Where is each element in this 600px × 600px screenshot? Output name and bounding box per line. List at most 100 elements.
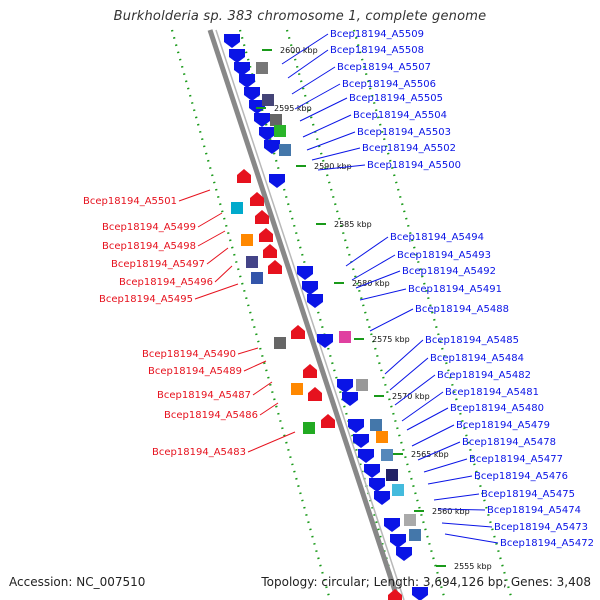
track-line [238, 29, 400, 600]
forward-gene-arrow [297, 266, 313, 280]
kbp-tick-label: 2600 kbp [280, 46, 318, 55]
gene-leader-line [287, 49, 329, 79]
gene-label-reverse: Bcep18194_A5501 [83, 196, 177, 207]
forward-gene-arrow [224, 34, 240, 48]
gene-label-forward: Bcep18194_A5492 [402, 266, 496, 277]
gene-label-reverse: Bcep18194_A5499 [102, 222, 196, 233]
gene-label-forward: Bcep18194_A5494 [390, 232, 484, 243]
forward-gene-arrow [396, 547, 412, 561]
gene-leader-line [427, 475, 473, 485]
feature-box [339, 331, 351, 343]
forward-gene-arrow [259, 127, 275, 141]
gene-leader-line [306, 131, 356, 151]
feature-box [386, 469, 398, 481]
forward-gene-arrow [234, 62, 250, 76]
feature-box [392, 484, 404, 496]
feature-box [246, 256, 258, 268]
forward-gene-arrow [374, 491, 390, 505]
feature-box [291, 383, 303, 395]
feature-box [256, 62, 268, 74]
forward-gene-arrow [384, 518, 400, 532]
gene-leader-line [369, 308, 414, 332]
gene-leader-line [178, 189, 211, 202]
feature-box [409, 529, 421, 541]
reverse-gene-arrow [263, 244, 277, 258]
gene-leader-line [197, 212, 223, 228]
gene-label-reverse: Bcep18194_A5483 [152, 447, 246, 458]
map-title: Burkholderia sp. 383 chromosome 1, compl… [113, 9, 487, 24]
accession-label: Accession: NC_007510 [9, 575, 146, 589]
track-line [170, 29, 332, 600]
forward-gene-arrow [390, 534, 406, 548]
gene-label-forward: Bcep18194_A5491 [408, 284, 502, 295]
gene-label-reverse: Bcep18194_A5498 [102, 241, 196, 252]
kbp-tick-label: 2590 kbp [314, 162, 352, 171]
reverse-gene-arrow [259, 228, 273, 242]
gene-label-forward: Bcep18194_A5475 [481, 489, 575, 500]
gene-leader-line [243, 360, 267, 372]
feature-box [303, 422, 315, 434]
gene-leader-line [384, 339, 424, 375]
gene-leader-line [299, 97, 348, 122]
gene-leader-line [281, 33, 329, 65]
gene-leader-line [247, 431, 296, 453]
forward-gene-arrow [269, 174, 285, 188]
gene-leader-line [194, 283, 239, 300]
gene-leader-line [401, 391, 444, 422]
track-line [285, 29, 447, 600]
reverse-gene-arrow [308, 387, 322, 401]
gene-label-forward: Bcep18194_A5493 [397, 250, 491, 261]
gene-leader-line [317, 164, 366, 171]
gene-leader-line [311, 147, 361, 161]
gene-label-forward: Bcep18194_A5477 [469, 454, 563, 465]
kbp-tick-label: 2555 kbp [454, 562, 492, 571]
forward-gene-arrow [364, 464, 380, 478]
gene-label-forward: Bcep18194_A5509 [330, 29, 424, 40]
gene-label-reverse: Bcep18194_A5489 [148, 366, 242, 377]
reverse-gene-arrow [303, 364, 317, 378]
forward-gene-arrow [342, 392, 358, 406]
forward-gene-arrow [348, 419, 364, 433]
gene-leader-line [252, 381, 273, 396]
gene-label-forward: Bcep18194_A5474 [487, 505, 581, 516]
forward-gene-arrow [317, 334, 333, 348]
kbp-tick-label: 2570 kbp [392, 392, 430, 401]
forward-gene-arrow [369, 478, 385, 492]
gene-label-reverse: Bcep18194_A5497 [111, 259, 205, 270]
gene-label-forward: Bcep18194_A5485 [425, 335, 519, 346]
kbp-tick-label: 2560 kbp [432, 507, 470, 516]
gene-leader-line [294, 83, 341, 110]
gene-leader-line [214, 265, 233, 283]
forward-gene-arrow [254, 113, 270, 127]
reverse-gene-arrow [321, 414, 335, 428]
gene-label-forward: Bcep18194_A5479 [456, 420, 550, 431]
gene-leader-line [206, 247, 229, 265]
gene-label-forward: Bcep18194_A5476 [474, 471, 568, 482]
feature-box [262, 94, 274, 106]
feature-box [356, 379, 368, 391]
gene-leader-line [291, 66, 336, 95]
forward-gene-arrow [307, 294, 323, 308]
gene-label-reverse: Bcep18194_A5496 [119, 277, 213, 288]
gene-leader-line [394, 374, 436, 406]
gene-leader-line [237, 347, 259, 355]
track-line [352, 29, 514, 600]
gene-leader-line [197, 230, 226, 247]
gene-label-forward: Bcep18194_A5500 [367, 160, 461, 171]
feature-box [404, 514, 416, 526]
gene-label-forward: Bcep18194_A5482 [437, 370, 531, 381]
gene-label-reverse: Bcep18194_A5495 [99, 294, 193, 305]
gene-leader-line [441, 522, 493, 528]
gene-label-forward: Bcep18194_A5488 [415, 304, 509, 315]
kbp-tick-label: 2575 kbp [372, 335, 410, 344]
feature-box [241, 234, 253, 246]
feature-box [270, 114, 282, 126]
feature-box [274, 337, 286, 349]
gene-leader-line [345, 236, 389, 267]
reverse-gene-arrow [255, 210, 269, 224]
gene-label-forward: Bcep18194_A5506 [342, 79, 436, 90]
kbp-tick-label: 2580 kbp [352, 279, 390, 288]
gene-leader-line [302, 114, 352, 138]
gene-label-forward: Bcep18194_A5480 [450, 403, 544, 414]
